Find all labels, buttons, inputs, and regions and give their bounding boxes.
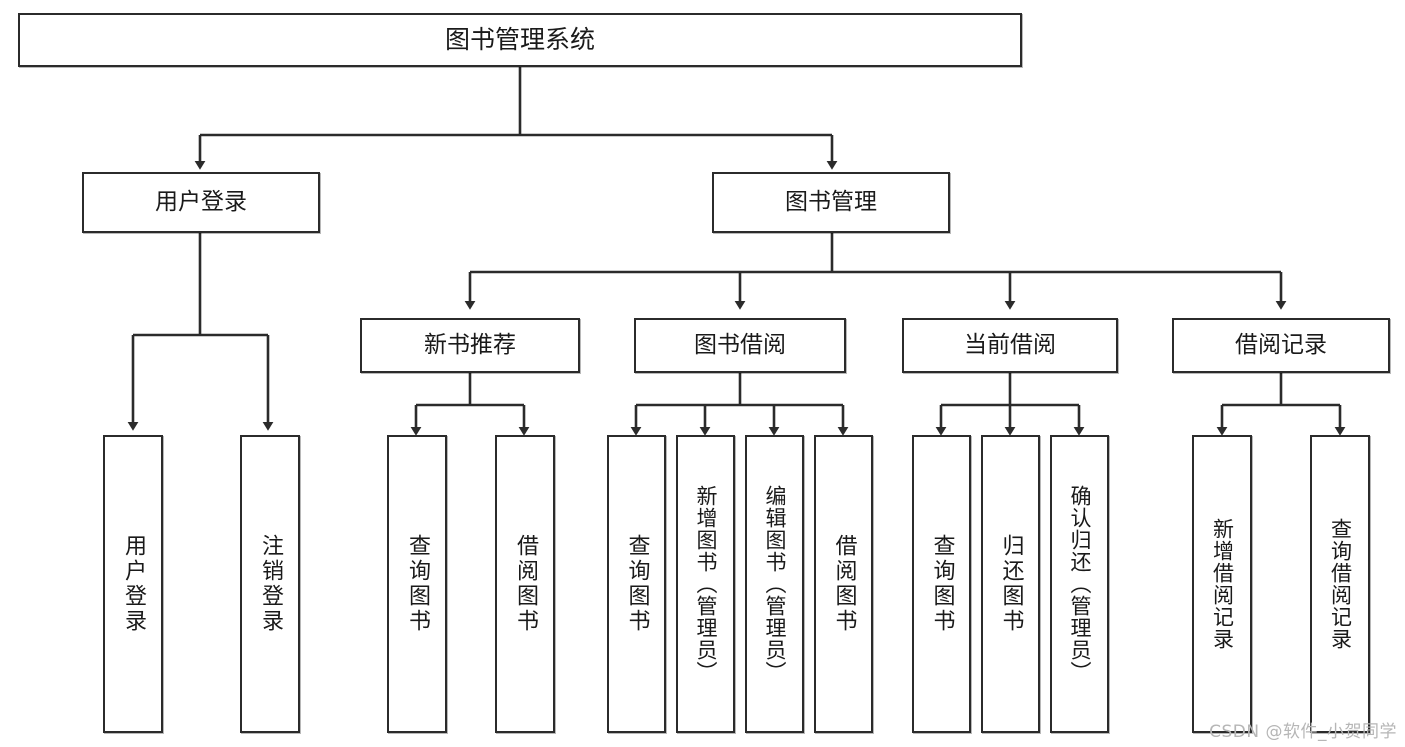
node-label: 新增借阅记录	[1210, 518, 1235, 650]
node-user-login[interactable]: 用户登录	[82, 172, 320, 233]
leaf-borrow-record-query[interactable]: 查询借阅记录	[1310, 435, 1370, 733]
node-label: 用户登录	[155, 188, 247, 215]
leaf-user-login-login[interactable]: 用户登录	[103, 435, 163, 733]
node-label: 查询图书	[624, 534, 650, 634]
node-label: 用户登录	[121, 534, 146, 634]
leaf-new-book-borrow[interactable]: 借阅图书	[495, 435, 555, 733]
node-book-management[interactable]: 图书管理	[712, 172, 950, 233]
node-label: 图书借阅	[694, 331, 786, 358]
leaf-book-borrow-edit-admin[interactable]: 编辑图书（管理员）	[745, 435, 804, 733]
node-label: 新书推荐	[424, 331, 516, 358]
leaf-current-borrow-return[interactable]: 归还图书	[981, 435, 1040, 733]
node-label: 确认归还（管理员）	[1068, 485, 1092, 683]
node-label: 图书管理系统	[444, 25, 595, 55]
leaf-book-borrow-add-admin[interactable]: 新增图书（管理员）	[676, 435, 735, 733]
node-root-book-management-system[interactable]: 图书管理系统	[18, 13, 1022, 67]
node-label: 查询图书	[405, 534, 430, 634]
leaf-current-borrow-query[interactable]: 查询图书	[912, 435, 971, 733]
node-label: 借阅图书	[513, 534, 538, 634]
leaf-new-book-query[interactable]: 查询图书	[387, 435, 447, 733]
csdn-watermark: CSDN @软件_小贺同学	[1209, 722, 1397, 742]
node-label: 归还图书	[998, 534, 1024, 634]
node-borrow-record[interactable]: 借阅记录	[1172, 318, 1390, 373]
leaf-borrow-record-add[interactable]: 新增借阅记录	[1192, 435, 1252, 733]
node-label: 图书管理	[785, 188, 877, 215]
node-label: 新增图书（管理员）	[694, 485, 718, 683]
node-label: 编辑图书（管理员）	[763, 485, 787, 683]
leaf-user-login-logout[interactable]: 注销登录	[240, 435, 300, 733]
leaf-current-borrow-confirm-return-admin[interactable]: 确认归还（管理员）	[1050, 435, 1109, 733]
node-label: 借阅记录	[1235, 331, 1327, 358]
node-label: 查询借阅记录	[1328, 518, 1353, 650]
node-label: 注销登录	[258, 534, 283, 634]
node-new-book-recommend[interactable]: 新书推荐	[360, 318, 580, 373]
node-label: 查询图书	[929, 534, 955, 634]
node-label: 当前借阅	[964, 331, 1056, 358]
node-label: 借阅图书	[831, 534, 857, 634]
leaf-book-borrow-borrow[interactable]: 借阅图书	[814, 435, 873, 733]
node-current-borrow[interactable]: 当前借阅	[902, 318, 1118, 373]
node-book-borrow[interactable]: 图书借阅	[634, 318, 846, 373]
leaf-book-borrow-query[interactable]: 查询图书	[607, 435, 666, 733]
